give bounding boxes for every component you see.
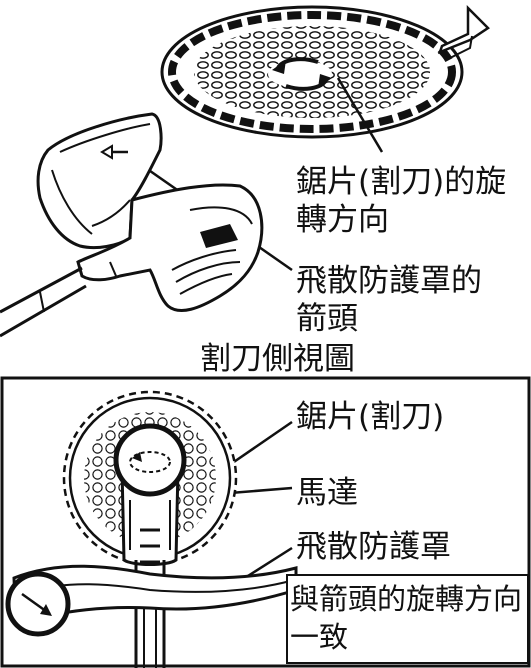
guard-label: 飛散防護罩 xyxy=(296,529,451,565)
guard-arrow-label-cont: 箭頭 xyxy=(296,301,358,337)
blade-rotation-label-cont: 轉方向 xyxy=(296,202,389,238)
guard-arrow-label: 飛散防護罩的 xyxy=(296,263,482,299)
blade-label: 鋸片(割刀) xyxy=(296,399,445,435)
note-line-2: 一致 xyxy=(290,620,349,654)
note-line-1: 與箭頭的旋轉方向 xyxy=(290,582,523,616)
blade-disc-top xyxy=(160,4,490,139)
leader-line-rotation xyxy=(336,77,384,153)
arrow-left-icon xyxy=(132,452,142,462)
note-box: 與箭頭的旋轉方向 一致 xyxy=(286,574,529,664)
trimmer-head-top xyxy=(0,112,264,338)
arrow-down-right-icon xyxy=(40,604,52,616)
side-view-caption: 割刀側視圖 xyxy=(200,341,355,377)
blade-rotation-marker xyxy=(113,423,187,497)
guard-arrow-marker xyxy=(5,571,71,637)
leader-line-blade xyxy=(227,420,293,468)
blade-rotation-label: 鋸片(割刀)的旋 xyxy=(296,164,507,200)
rotation-arrow-icon xyxy=(272,57,332,91)
motor-label: 馬達 xyxy=(296,475,358,511)
